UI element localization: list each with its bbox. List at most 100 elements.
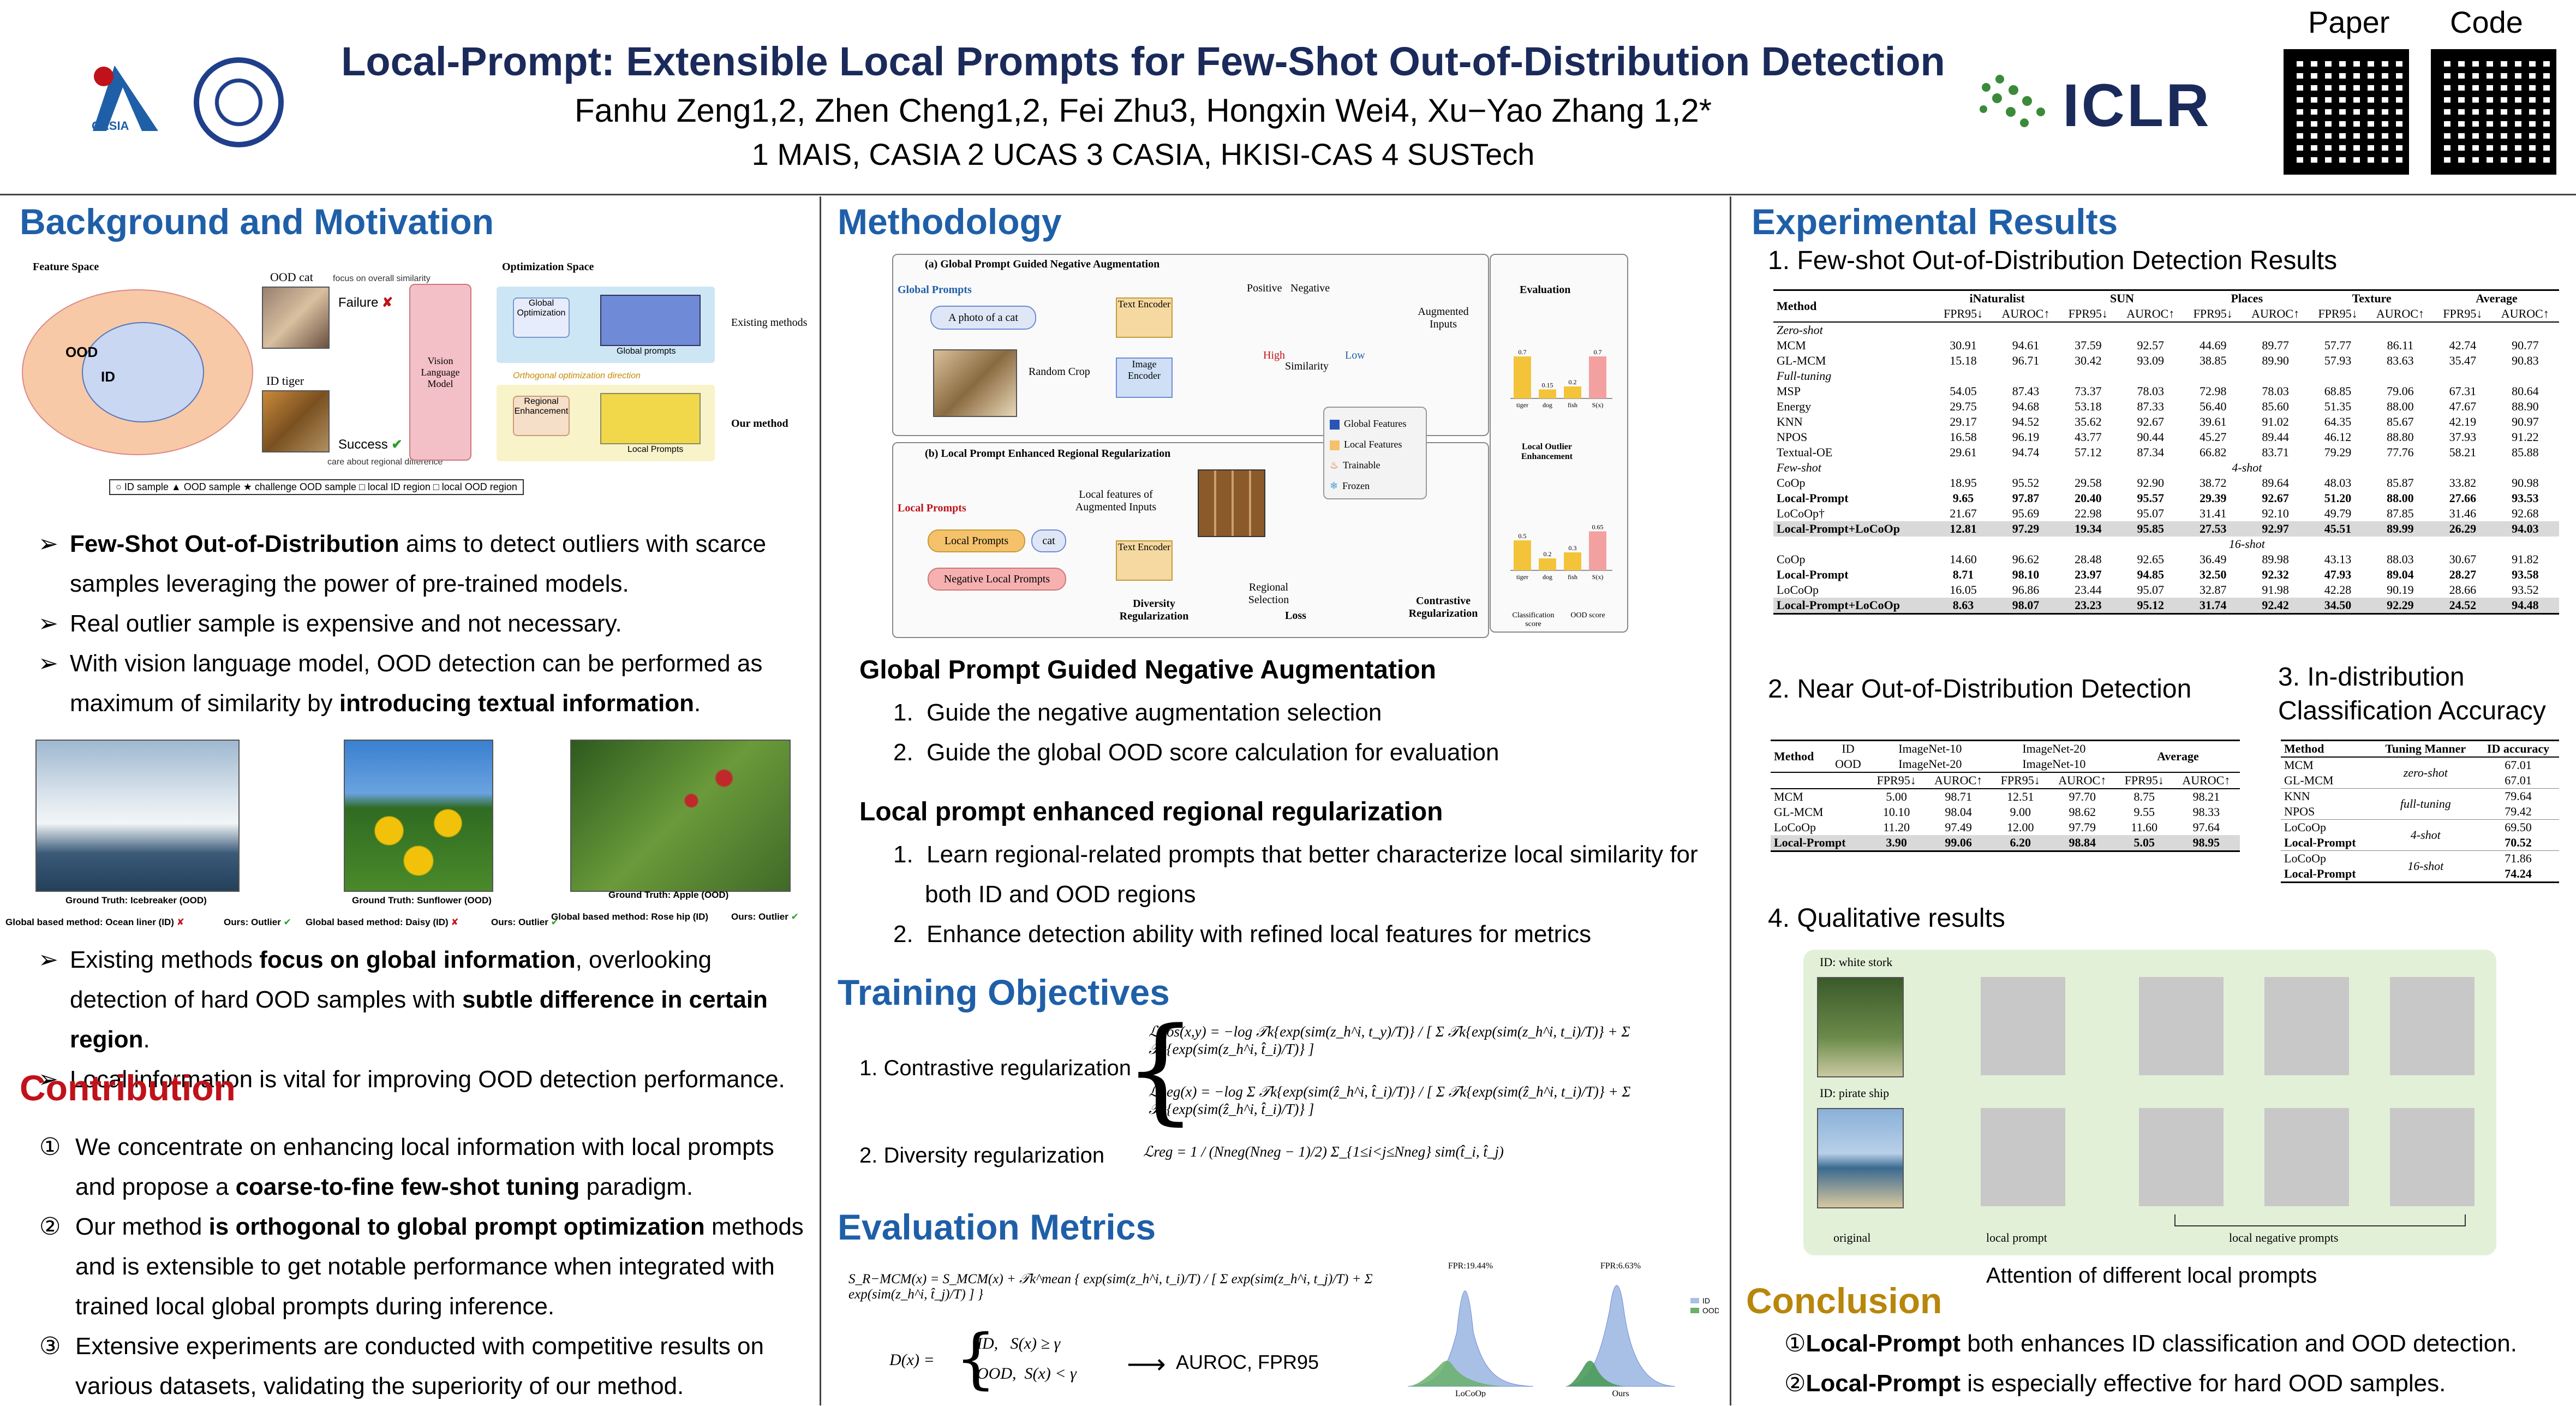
evaluation-label: Evaluation [1520, 284, 1571, 296]
table-method-cell: GL-MCM [2284, 773, 2334, 787]
table-value-cell: 35.62 [2075, 415, 2102, 428]
table-method-cell: NPOS [1777, 430, 1808, 444]
table-value-cell: 9.65 [1952, 491, 1974, 505]
table-value-cell: 88.00 [2387, 491, 2414, 505]
num-3: ③ [39, 1333, 61, 1360]
code-qr-code[interactable] [2431, 49, 2556, 175]
table-method-cell: Local-Prompt [1777, 491, 1849, 505]
id-tiger-label: ID tiger [266, 374, 304, 388]
table-value-cell: 86.11 [2387, 338, 2414, 352]
table-method-cell: LoCoOp [1777, 583, 1819, 597]
ood-score-label: OOD score [1570, 611, 1605, 619]
table-value-cell: 94.61 [2012, 338, 2040, 352]
table-metric-cell: FPR95↓ [1943, 307, 1983, 320]
table-value-cell: 70.52 [2505, 836, 2532, 849]
table-method-cell: Local-Prompt [2284, 836, 2356, 849]
legend-trainable-text: Trainable [1343, 460, 1380, 470]
regional-enhancement-box: Regional Enhancement [513, 396, 570, 436]
table-value-cell: 91.22 [2512, 430, 2539, 444]
table-value-cell: 42.28 [2324, 583, 2352, 597]
gt-icebreaker: Ground Truth: Icebreaker (OOD) [65, 895, 207, 905]
table-value-cell: 26.29 [2449, 522, 2477, 535]
table-value-cell: 92.97 [2262, 522, 2289, 535]
table-group-label: Few-shot [1777, 461, 1821, 474]
table-value-cell: 95.12 [2137, 598, 2165, 612]
local-features-label: Local features of Augmented Inputs [1075, 488, 1157, 513]
dog-image [933, 349, 1017, 417]
table-value-cell: 31.46 [2449, 507, 2477, 520]
legend-id: ID [1702, 1296, 1710, 1305]
conclusion-item-2: ②Local-Prompt is especially effective fo… [1784, 1363, 2570, 1403]
local-prompts-label-b: Local Prompts [898, 502, 966, 514]
table-value-cell: 89.98 [2262, 552, 2289, 566]
local-feature-grid [1198, 469, 1265, 537]
local-prompts-box: Local Prompts [928, 529, 1025, 552]
background-bullets: Few-Shot Out-of-Distribution aims to det… [22, 524, 808, 723]
table-header-dataset: ImageNet-10 [2022, 757, 2086, 771]
table-value-cell: 29.61 [1950, 445, 1977, 459]
table-value-cell: 96.19 [2012, 430, 2040, 444]
table-value-cell: 89.99 [2387, 522, 2414, 535]
table-value-cell: 95.69 [2012, 507, 2040, 520]
ood-label: OOD [65, 344, 98, 360]
table-value-cell: 79.42 [2505, 805, 2532, 818]
table-group-row: 16-shot [1773, 537, 2559, 552]
eval-bar-value: 0.2 [1569, 378, 1577, 386]
table-header-dataset: Places [2231, 291, 2263, 305]
ship-attn-3 [2264, 1108, 2349, 1206]
feature-space-label: Feature Space [33, 261, 99, 273]
table-value-cell: 92.29 [2387, 598, 2414, 612]
evaluation-title: Evaluation Metrics [838, 1207, 1156, 1247]
table-value-cell: 93.58 [2512, 568, 2539, 581]
conclusion-item-1: ①Local-Prompt both enhances ID classific… [1784, 1324, 2570, 1363]
table-value-cell: 98.04 [1945, 805, 1972, 819]
table-metric-row: FPR95↓AUROC↑FPR95↓AUROC↑FPR95↓AUROC↑ [1771, 772, 2240, 789]
table-value-cell: 37.93 [2449, 430, 2477, 444]
table-value-cell: 18.95 [1950, 476, 1977, 490]
panel-b-title: (b) Local Prompt Enhanced Regional Regul… [925, 448, 1171, 460]
table-value-cell: 74.24 [2505, 867, 2532, 880]
table-method-cell: LoCoOp† [1777, 507, 1825, 520]
table-value-cell: 88.90 [2512, 400, 2539, 413]
ours-sunflower-text: Ours: Outlier [491, 917, 548, 927]
table-value-cell: 31.41 [2199, 507, 2227, 520]
table-value-cell: 56.40 [2199, 400, 2227, 413]
methodology-title: Methodology [838, 201, 1062, 242]
table-value-cell: 98.21 [2192, 790, 2220, 803]
table-method-cell: LoCoOp [2284, 851, 2326, 865]
hist-locoop: FPR:19.44% LoCoOp [1397, 1255, 1544, 1397]
table-header-method: Method [1774, 749, 1814, 763]
table-header-dataset: ImageNet-20 [1898, 757, 1962, 771]
table-value-cell: 93.09 [2137, 354, 2165, 367]
global-apple-text: Global based method: Rose hip (ID) [551, 911, 709, 922]
table-value-cell: 87.33 [2137, 400, 2165, 413]
table-value-cell: 27.66 [2449, 491, 2477, 505]
table-group-row: Full-tuning [1773, 368, 2559, 384]
bullet-real-outlier-text: Real outlier sample is expensive and not… [70, 610, 622, 637]
diversity-reg-label: Diversity Regularization [1119, 598, 1189, 622]
table-metric-cell: FPR95↓ [2124, 773, 2164, 787]
table-header-id: ID [1842, 742, 1855, 755]
table-value-cell: 94.74 [2012, 445, 2040, 459]
table-value-cell: 54.05 [1950, 384, 1977, 398]
table-value-cell: 51.35 [2324, 400, 2352, 413]
paper-qr-code[interactable] [2284, 49, 2409, 175]
table-value-cell: 32.87 [2199, 583, 2227, 597]
success-label: Success ✔ [338, 437, 402, 452]
table-value-cell: 73.37 [2075, 384, 2102, 398]
qual-cap-local: local prompt [1986, 1231, 2047, 1244]
table-method-cell: Textual-OE [1777, 445, 1833, 459]
table-value-cell: 96.71 [2012, 354, 2040, 367]
eval-bar [1514, 540, 1531, 570]
paper-label: Paper [2308, 5, 2390, 39]
bullet-real-outlier: Real outlier sample is expensive and not… [22, 604, 808, 644]
table-value-cell: 88.03 [2387, 552, 2414, 566]
table-value-cell: 67.01 [2505, 758, 2532, 772]
conclusion-num-1: ① [1784, 1330, 1806, 1357]
legend-trainable: ♨Trainable [1330, 455, 1420, 475]
global-prompts-label: Global Prompts [898, 284, 972, 296]
